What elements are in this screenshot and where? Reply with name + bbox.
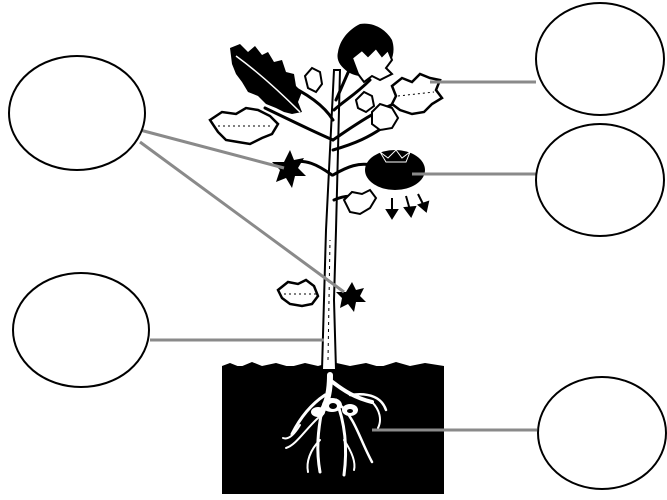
leaves [208, 23, 444, 308]
flower-upper [272, 150, 306, 188]
fruit [365, 149, 425, 190]
label-box-stem[interactable] [12, 272, 150, 388]
flower-lower [336, 282, 366, 312]
connector-lines [139, 80, 537, 432]
label-box-fruit[interactable] [535, 123, 665, 237]
drop-arrows [385, 193, 430, 220]
label-box-leaves[interactable] [535, 2, 665, 116]
label-ellipses [8, 2, 667, 490]
root-cluster-detail [329, 403, 353, 413]
label-box-flowers[interactable] [8, 55, 146, 171]
flowers [272, 150, 366, 312]
connector-flowers-lower [139, 140, 345, 294]
connector-flowers-upper [139, 128, 285, 170]
label-box-roots[interactable] [537, 376, 667, 490]
stem [320, 69, 342, 371]
